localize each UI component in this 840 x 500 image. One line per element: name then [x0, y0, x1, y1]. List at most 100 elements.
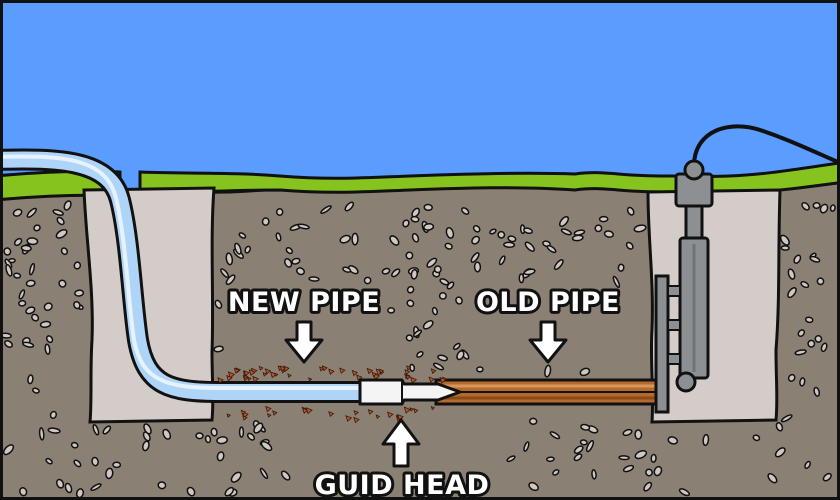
gravel-pebble [60, 247, 69, 256]
pipe-fragment [375, 414, 381, 419]
gravel-pebble [767, 473, 778, 484]
gravel-pebble [780, 245, 790, 251]
gravel-pebble [800, 281, 810, 289]
gravel-pebble [416, 350, 424, 358]
gravel-pebble [49, 410, 58, 419]
gravel-pebble [63, 200, 72, 211]
gravel-pebble [391, 268, 401, 278]
gravel-pebble [406, 299, 415, 308]
gravel-pebble [12, 272, 22, 279]
pipe-fragment [328, 411, 335, 418]
gravel-pebble [794, 349, 807, 356]
gravel-pebble [38, 427, 45, 441]
gravel-pebble [186, 486, 196, 497]
pipe-fragment [262, 371, 268, 377]
gravel-pebble [19, 487, 28, 497]
gravel-pebble [52, 209, 64, 216]
gravel-pebble [105, 467, 114, 480]
gravel-pebble [295, 267, 306, 276]
pipe-fragment [404, 369, 411, 376]
pipe-fragment [272, 410, 278, 416]
old-pipe-label: OLD PIPE [476, 287, 620, 318]
gravel-pebble [195, 432, 204, 440]
gravel-pebble [31, 387, 40, 394]
gravel-pebble [787, 373, 796, 382]
gravel-pebble [585, 439, 595, 453]
pipe-fragment [319, 366, 325, 372]
gravel-pebble [27, 374, 34, 385]
gravel-pebble [460, 207, 470, 215]
arrow-down-icon [528, 320, 568, 364]
gravel-pebble [558, 216, 570, 227]
gravel-pebble [22, 341, 35, 348]
guide-head-label: GUID HEAD [315, 470, 490, 500]
gravel-pebble [591, 469, 597, 480]
gravel-pebble [455, 296, 463, 305]
gravel-pebble [411, 232, 420, 243]
gravel-pebble [503, 241, 516, 248]
gravel-pebble [625, 241, 634, 250]
gravel-pebble [472, 224, 481, 233]
gravel-pebble [412, 329, 423, 338]
gravel-pebble [220, 268, 230, 278]
gravel-pebble [44, 343, 51, 355]
gravel-pebble [55, 229, 68, 239]
gravel-pebble [617, 263, 625, 272]
gravel-pebble [452, 342, 461, 351]
gravel-pebble [702, 433, 710, 447]
gravel-pebble [405, 334, 414, 342]
gravel-pebble [3, 247, 12, 256]
gravel-pebble [363, 276, 372, 285]
gravel-pebble [253, 422, 264, 434]
gravel-pebble [5, 264, 13, 277]
gravel-pebble [678, 488, 691, 497]
gravel-pebble [820, 342, 828, 353]
gravel-pebble [225, 252, 234, 266]
gravel-pebble [8, 257, 16, 264]
pipe-fragment [243, 370, 250, 377]
gravel-pebble [814, 334, 823, 343]
gravel-pebble [142, 440, 150, 452]
pipe-fragment [266, 413, 272, 418]
gravel-pebble [238, 426, 245, 438]
gravel-pebble [214, 299, 223, 309]
gravel-pebble [426, 257, 438, 268]
gravel-pebble [381, 267, 391, 275]
gravel-pebble [73, 261, 82, 270]
gravel-pebble [433, 265, 442, 274]
gravel-pebble [787, 268, 796, 280]
gravel-pebble [598, 215, 609, 223]
gravel-pebble [339, 234, 351, 244]
gravel-pebble [804, 316, 814, 324]
gravel-pebble [775, 422, 784, 432]
gravel-pebble [25, 306, 36, 315]
gravel-pebble [261, 217, 270, 226]
gravel-pebble [544, 364, 552, 378]
gravel-pebble [432, 362, 445, 371]
pipe-fragment [351, 369, 359, 377]
gravel-pebble [162, 428, 172, 440]
gravel-pebble [45, 335, 54, 344]
gravel-pebble [580, 423, 591, 431]
gravel-pebble [497, 230, 506, 239]
gravel-pebble [650, 453, 657, 463]
gravel-pebble [92, 424, 100, 436]
gravel-pebble [143, 423, 152, 435]
pipe-fragment [264, 368, 272, 375]
gravel-pebble [75, 488, 85, 497]
gravel-pebble [13, 237, 23, 247]
gravel-pebble [780, 414, 793, 423]
gravel-pebble [259, 467, 269, 480]
pipe-fragment [430, 368, 437, 374]
gravel-pebble [523, 441, 530, 452]
gravel-pebble [643, 481, 653, 492]
gravel-pebble [552, 469, 560, 476]
gravel-pebble [320, 205, 332, 215]
gravel-pebble [822, 472, 832, 482]
gravel-pebble [528, 417, 538, 425]
gravel-pebble [28, 262, 36, 276]
gravel-pebble [471, 235, 481, 245]
gravel-pebble [445, 226, 455, 239]
gravel-pebble [603, 230, 614, 238]
